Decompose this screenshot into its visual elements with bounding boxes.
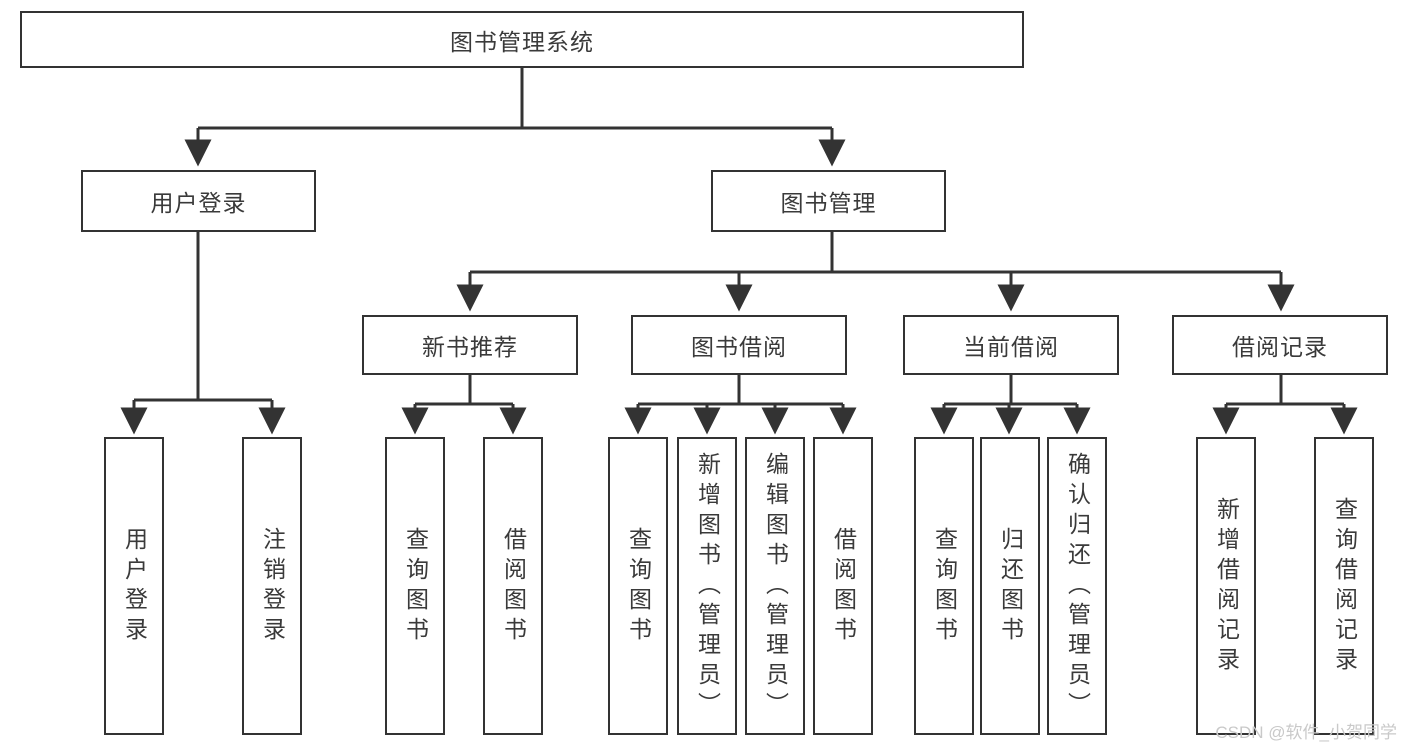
node-book-management[interactable]: 图书管理	[711, 170, 946, 232]
node-borrow-record-label: 借阅记录	[1232, 334, 1328, 360]
node-current-borrow[interactable]: 当前借阅	[903, 315, 1119, 375]
node-new-book-recommend[interactable]: 新书推荐	[362, 315, 578, 375]
leaf-label: 借阅图书	[830, 527, 857, 647]
leaf-label: 新增图书（管理员）	[694, 452, 721, 722]
node-current-borrow-label: 当前借阅	[963, 334, 1059, 360]
leaf-current-borrow-return[interactable]: 归还图书	[980, 437, 1040, 735]
leaf-new-book-query[interactable]: 查询图书	[385, 437, 445, 735]
leaf-book-borrow-borrow[interactable]: 借阅图书	[813, 437, 873, 735]
node-user-login-label: 用户登录	[150, 190, 247, 216]
node-borrow-record[interactable]: 借阅记录	[1172, 315, 1388, 375]
leaf-label: 注销登录	[259, 527, 286, 647]
leaf-label: 归还图书	[997, 527, 1024, 647]
node-root[interactable]: 图书管理系统	[20, 11, 1024, 68]
node-book-borrow[interactable]: 图书借阅	[631, 315, 847, 375]
leaf-label: 查询图书	[931, 527, 958, 647]
node-book-management-label: 图书管理	[780, 190, 877, 216]
node-user-login[interactable]: 用户登录	[81, 170, 316, 232]
leaf-label: 查询图书	[402, 527, 429, 647]
leaf-borrow-record-add[interactable]: 新增借阅记录	[1196, 437, 1256, 735]
leaf-label: 确认归还（管理员）	[1064, 452, 1091, 722]
leaf-label: 编辑图书（管理员）	[762, 452, 789, 722]
leaf-new-book-borrow[interactable]: 借阅图书	[483, 437, 543, 735]
leaf-borrow-record-query[interactable]: 查询借阅记录	[1314, 437, 1374, 735]
leaf-book-borrow-add[interactable]: 新增图书（管理员）	[677, 437, 737, 735]
leaf-label: 查询图书	[625, 527, 652, 647]
leaf-book-borrow-query[interactable]: 查询图书	[608, 437, 668, 735]
leaf-label: 借阅图书	[500, 527, 527, 647]
leaf-label: 新增借阅记录	[1213, 497, 1240, 677]
leaf-label: 用户登录	[121, 527, 148, 647]
leaf-user-login-logout[interactable]: 注销登录	[242, 437, 302, 735]
node-new-book-recommend-label: 新书推荐	[422, 334, 518, 360]
node-root-label: 图书管理系统	[450, 28, 594, 55]
leaf-book-borrow-edit[interactable]: 编辑图书（管理员）	[745, 437, 805, 735]
leaf-current-borrow-confirm[interactable]: 确认归还（管理员）	[1047, 437, 1107, 735]
leaf-user-login-login[interactable]: 用户登录	[104, 437, 164, 735]
leaf-label: 查询借阅记录	[1331, 497, 1358, 677]
leaf-current-borrow-query[interactable]: 查询图书	[914, 437, 974, 735]
node-book-borrow-label: 图书借阅	[691, 334, 787, 360]
